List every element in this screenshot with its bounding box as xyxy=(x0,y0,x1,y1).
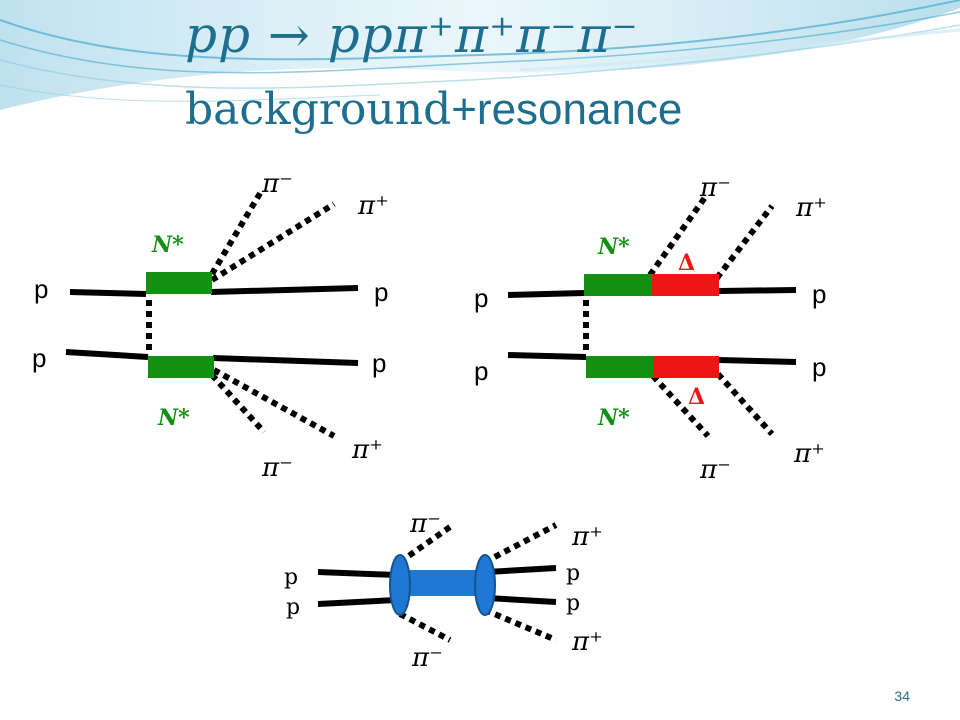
label-p-out-lower: p xyxy=(566,591,580,616)
delta-bar-lower xyxy=(653,356,719,378)
pion-line-upper-2 xyxy=(210,201,336,283)
label-p-out-lower: p xyxy=(372,348,386,378)
label-pi-plus-lower: 𝜋⁺ xyxy=(571,627,603,657)
label-pi-plus-lower: 𝜋⁺ xyxy=(351,435,383,465)
label-p-in-upper: p xyxy=(474,283,488,313)
label-pi-plus-upper: 𝜋⁺ xyxy=(357,191,389,221)
label-p-in-upper: p xyxy=(34,274,48,304)
interaction-blob-left xyxy=(389,554,411,616)
pion-line-upper-1 xyxy=(209,188,265,276)
label-p-out-lower: p xyxy=(812,352,826,382)
pion-line-lower-1 xyxy=(209,372,267,435)
pion-line-lower-left xyxy=(398,611,452,643)
proton-line-out-lower xyxy=(486,595,557,605)
proton-line-in-upper xyxy=(69,289,147,297)
proton-line-in-lower xyxy=(317,597,397,607)
interaction-blob-right xyxy=(474,554,496,616)
title-background-text: background xyxy=(185,84,452,135)
label-nstar-lower: 𝑵* xyxy=(157,405,190,431)
label-nstar-upper: 𝑵* xyxy=(597,234,630,260)
proton-line-out-upper xyxy=(210,285,359,295)
proton-line-in-upper xyxy=(317,569,397,578)
title-resonance-text: +resonance xyxy=(451,85,683,134)
label-delta-upper: Δ xyxy=(678,250,695,276)
label-nstar-lower: 𝑵* xyxy=(597,405,630,431)
proton-line-in-lower xyxy=(507,352,587,360)
proton-line-in-upper xyxy=(507,290,585,298)
wave-decoration xyxy=(0,0,960,110)
label-pi-plus-upper: 𝜋⁺ xyxy=(571,522,603,552)
proton-line-in-lower xyxy=(65,349,149,360)
label-p-in-lower: p xyxy=(474,356,488,386)
nstar-bar-lower xyxy=(586,356,653,378)
nstar-bar-upper xyxy=(584,274,652,296)
pion-line-lower-1 xyxy=(650,373,711,439)
nstar-bar-lower xyxy=(148,356,214,378)
proton-line-out-upper xyxy=(486,565,557,575)
label-pi-plus-upper: 𝜋⁺ xyxy=(795,193,827,223)
proton-line-out-upper xyxy=(718,287,797,294)
proton-line-out-lower xyxy=(718,357,797,365)
pion-line-lower-2 xyxy=(212,367,336,439)
label-p-out-upper: p xyxy=(374,277,388,307)
label-pi-minus-lower: 𝜋⁻ xyxy=(699,455,731,485)
label-pi-minus-lower: 𝜋⁻ xyxy=(261,453,293,483)
label-p-in-lower: p xyxy=(32,343,46,373)
pion-line-upper-2 xyxy=(714,204,775,280)
pion-line-lower-2 xyxy=(715,371,775,437)
label-p-in-upper: p xyxy=(284,565,298,590)
interaction-blob-body xyxy=(400,570,486,596)
slide-title-reaction: 𝑝𝑝 → 𝑝𝑝𝜋⁺𝜋⁺𝜋⁻𝜋⁻ xyxy=(185,6,639,64)
slide-title-subtitle: background+resonance xyxy=(185,84,682,135)
label-delta-lower: Δ xyxy=(688,384,705,410)
pion-line-lower-right xyxy=(483,607,558,643)
page-number: 34 xyxy=(894,688,910,704)
label-pi-plus-lower: 𝜋⁺ xyxy=(793,439,825,469)
label-p-out-upper: p xyxy=(812,279,826,309)
label-p-out-upper: p xyxy=(566,561,580,586)
label-p-in-lower: p xyxy=(286,595,300,620)
label-nstar-upper: 𝑵* xyxy=(151,232,184,258)
pion-line-upper-right xyxy=(483,522,558,565)
delta-bar-upper xyxy=(652,274,719,296)
label-pi-minus-upper: 𝜋⁻ xyxy=(261,169,293,199)
nstar-bar-upper xyxy=(146,272,212,294)
label-pi-minus-lower: 𝜋⁻ xyxy=(411,643,443,673)
pion-line-upper-1 xyxy=(647,194,709,277)
proton-line-out-lower xyxy=(212,355,359,366)
label-pi-minus-upper: 𝜋⁻ xyxy=(699,173,731,203)
label-pi-minus-upper: 𝜋⁻ xyxy=(409,509,441,539)
